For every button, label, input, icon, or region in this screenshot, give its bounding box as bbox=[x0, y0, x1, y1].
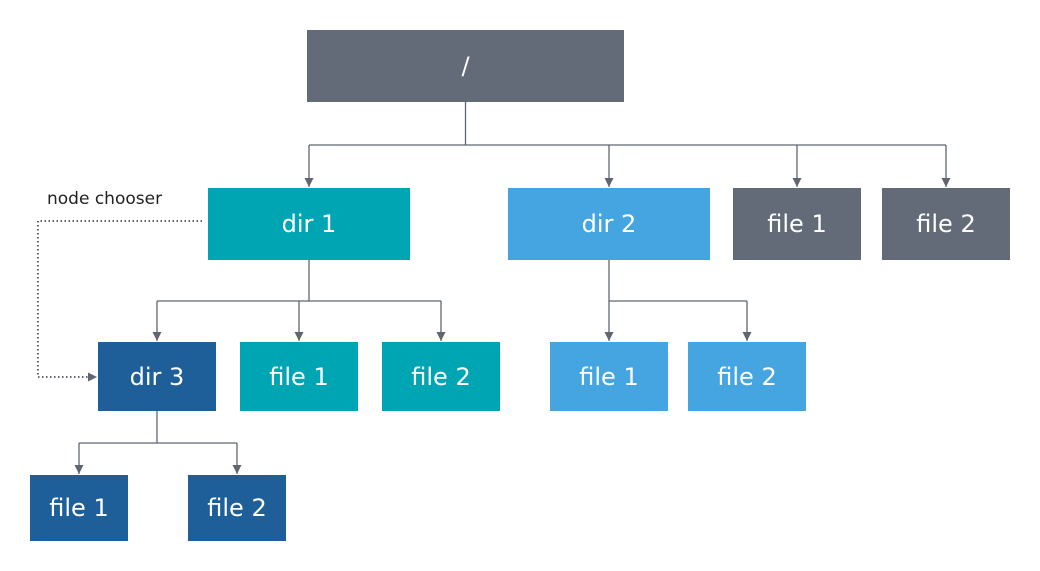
edge-arrow-dir1_file2 bbox=[436, 332, 446, 341]
edge-arrow-dir1 bbox=[304, 178, 314, 187]
edge-arrow-dir2_file1 bbox=[604, 332, 614, 341]
edge-arrow-dir2_file2 bbox=[742, 332, 752, 341]
node-chooser-label: node chooser bbox=[47, 189, 163, 209]
edge-arrow-dir1_file1 bbox=[294, 332, 304, 341]
edge-arrow-dir3_file1 bbox=[74, 465, 84, 474]
edge-arrow-root_file1 bbox=[792, 178, 802, 187]
node-dir-3: dir 3 bbox=[98, 342, 216, 411]
node-dir-1: dir 1 bbox=[208, 188, 410, 260]
node-chooser-arrow bbox=[88, 372, 97, 382]
node-dir-3-file-2: file 2 bbox=[188, 475, 286, 541]
edge-arrow-dir3_file2 bbox=[232, 465, 242, 474]
node-root-file-2: file 2 bbox=[882, 188, 1010, 260]
node-dir-2-file-1: file 1 bbox=[550, 342, 668, 411]
node-dir-3-file-1: file 1 bbox=[30, 475, 128, 541]
node-dir-2: dir 2 bbox=[508, 188, 710, 260]
edge-arrow-dir2 bbox=[604, 178, 614, 187]
node-dir-2-file-2: file 2 bbox=[688, 342, 806, 411]
node-root: / bbox=[307, 30, 624, 102]
node-dir-1-file-2: file 2 bbox=[382, 342, 500, 411]
edge-arrow-root_file2 bbox=[941, 178, 951, 187]
edge-arrow-dir3 bbox=[152, 332, 162, 341]
node-dir-1-file-1: file 1 bbox=[240, 342, 358, 411]
node-root-file-1: file 1 bbox=[733, 188, 861, 260]
